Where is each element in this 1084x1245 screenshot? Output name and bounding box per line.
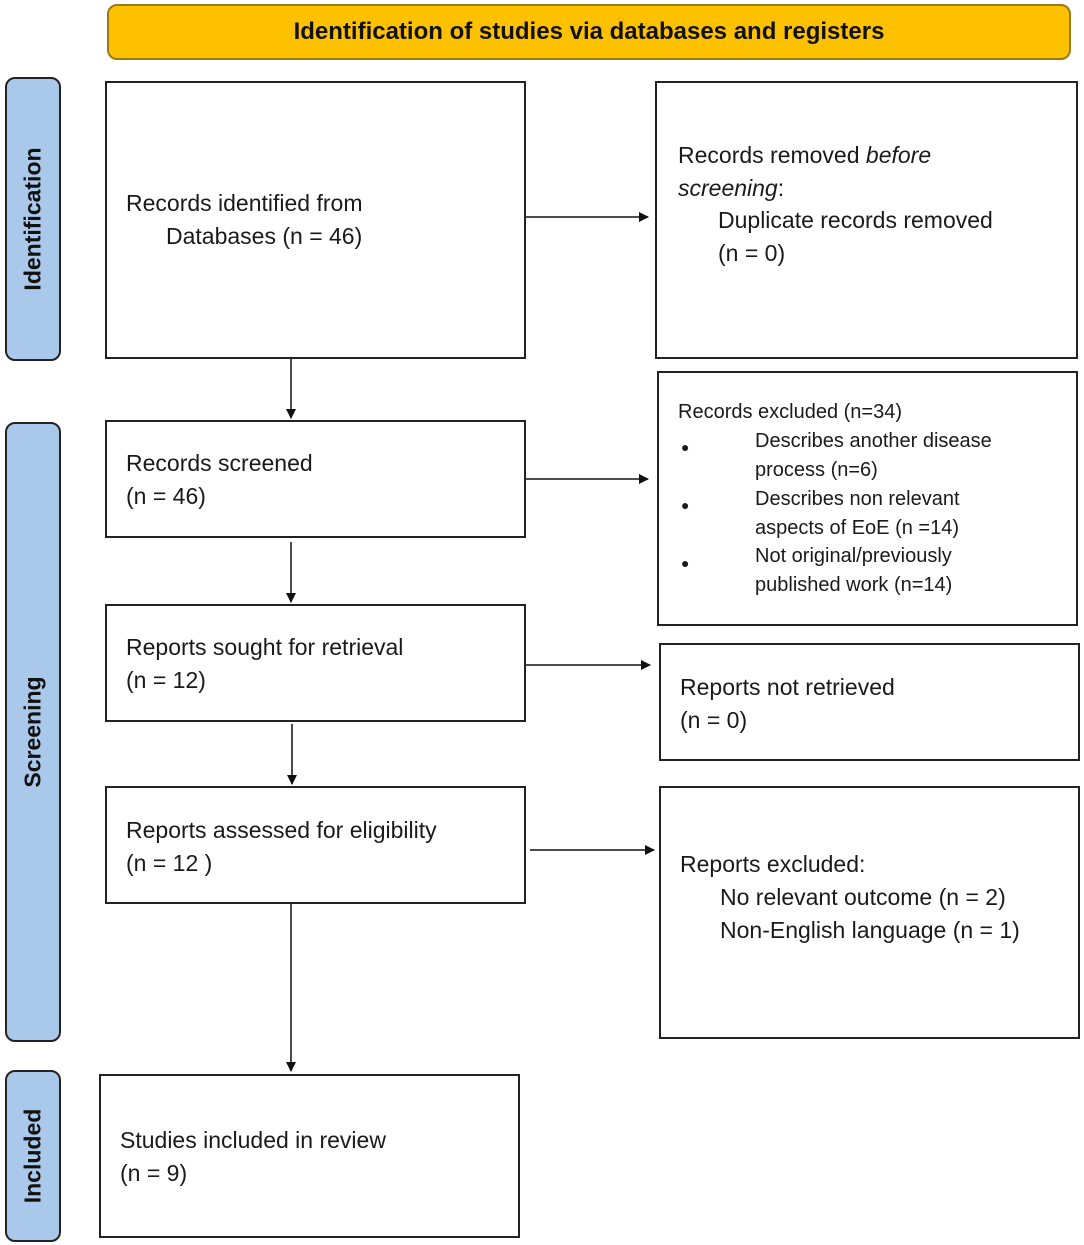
reports-sought-box: Reports sought for retrieval (n = 12): [105, 604, 526, 722]
records-identified-line1: Records identified from: [126, 190, 363, 216]
reports-excluded-line1: Reports excluded:: [680, 851, 866, 877]
bullet-1: ●: [681, 439, 690, 455]
studies-included-line1: Studies included in review: [120, 1127, 386, 1153]
records-excluded-box: Records excluded (n=34) ● Describes anot…: [657, 371, 1078, 626]
records-excluded-title: Records excluded (n=34): [678, 401, 903, 423]
reports-excluded-box: Reports excluded: No relevant outcome (n…: [659, 786, 1080, 1039]
reports-not-retrieved-line1: Reports not retrieved: [680, 674, 895, 700]
phase-identification: Identification: [5, 77, 61, 361]
reports-assessed-line2: (n = 12 ): [126, 850, 213, 876]
studies-included-box: Studies included in review (n = 9): [99, 1074, 520, 1238]
reports-not-retrieved-line2: (n = 0): [680, 707, 748, 733]
reports-excluded-line3: Non-English language (n = 1): [720, 917, 1020, 943]
records-identified-box: Records identified from Databases (n = 4…: [105, 81, 526, 359]
reports-sought-line2: (n = 12): [126, 667, 206, 693]
records-excluded-item-1-line2: process (n=6): [755, 459, 878, 481]
records-excluded-item-2-line1: Describes non relevant: [755, 488, 960, 510]
header-banner: Identification of studies via databases …: [107, 4, 1071, 60]
records-removed-line1: Records removed before: [678, 142, 932, 168]
phase-included: Included: [5, 1070, 61, 1242]
records-excluded-item-3-line1: Not original/previously: [755, 545, 952, 567]
reports-assessed-line1: Reports assessed for eligibility: [126, 817, 437, 843]
records-removed-box: Records removed before screening: Duplic…: [655, 81, 1078, 359]
phase-screening: Screening: [5, 422, 61, 1042]
records-screened-line2: (n = 46): [126, 483, 206, 509]
reports-excluded-line2: No relevant outcome (n = 2): [720, 884, 1006, 910]
records-removed-line3: Duplicate records removed: [718, 207, 993, 233]
reports-assessed-box: Reports assessed for eligibility (n = 12…: [105, 786, 526, 904]
bullet-3: ●: [681, 555, 690, 571]
bullet-2: ●: [681, 497, 690, 513]
reports-sought-line1: Reports sought for retrieval: [126, 634, 404, 660]
records-excluded-item-2-line2: aspects of EoE (n =14): [755, 517, 960, 539]
records-identified-line2: Databases (n = 46): [166, 223, 363, 249]
records-screened-box: Records screened (n = 46): [105, 420, 526, 538]
header-title: Identification of studies via databases …: [293, 18, 885, 45]
records-excluded-item-1-line1: Describes another disease: [755, 430, 992, 452]
records-screened-line1: Records screened: [126, 450, 313, 476]
records-removed-line4: (n = 0): [718, 240, 786, 266]
studies-included-line2: (n = 9): [120, 1160, 188, 1186]
records-removed-line2: screening:: [678, 175, 785, 201]
reports-not-retrieved-box: Reports not retrieved (n = 0): [659, 643, 1080, 761]
records-excluded-item-3-line2: published work (n=14): [755, 574, 953, 596]
